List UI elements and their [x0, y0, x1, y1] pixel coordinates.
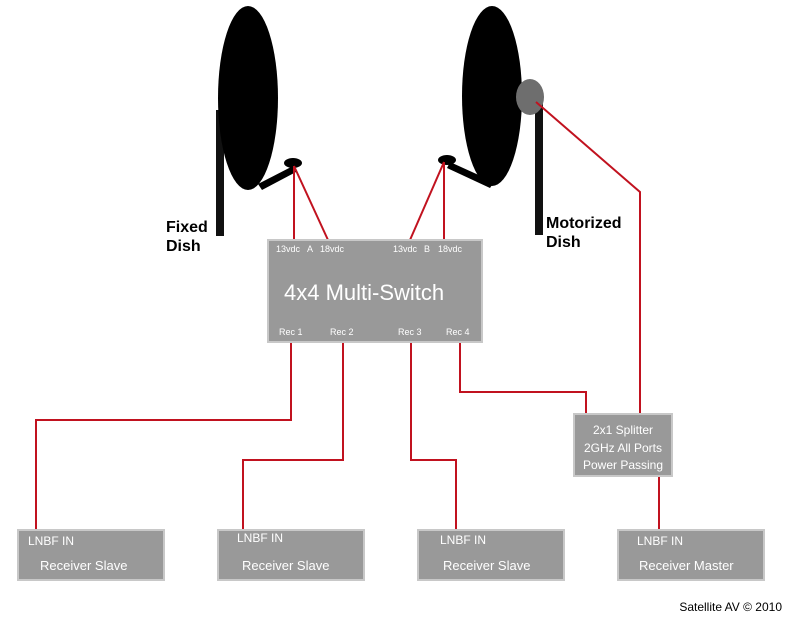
motorized-dish-label-line2: Dish [546, 234, 581, 251]
receiver-4: LNBF IN Receiver Master [617, 529, 765, 581]
receiver-2-name: Receiver Slave [242, 558, 329, 573]
receiver-2-input: LNBF IN [237, 531, 283, 545]
wire-fixed-18vdc [293, 165, 329, 241]
wire-rec4 [459, 342, 587, 414]
output-rec1-label: Rec 1 [279, 327, 303, 337]
output-rec4-label: Rec 4 [446, 327, 470, 337]
wire-motorized-13vdc [409, 161, 445, 241]
receiver-3-box [417, 529, 565, 581]
input-b-letter: B [424, 244, 430, 254]
input-a-18vdc-label: 18vdc [320, 244, 345, 254]
copyright-text: Satellite AV © 2010 [679, 600, 782, 614]
splitter-box [573, 413, 673, 477]
receiver-3-input: LNBF IN [440, 533, 486, 547]
fixed-dish-label-line2: Dish [166, 238, 201, 255]
motorized-dish-arm [447, 162, 494, 188]
fixed-dish-arm [258, 166, 296, 190]
receiver-4-input: LNBF IN [637, 534, 683, 548]
output-rec2-label: Rec 2 [330, 327, 354, 337]
wire-rec2 [242, 342, 344, 530]
wire-motor [535, 101, 641, 414]
receiver-4-box [617, 529, 765, 581]
input-b-13vdc-label: 13vdc [393, 244, 418, 254]
wire-rec3 [410, 342, 457, 530]
receiver-1-box [17, 529, 165, 581]
receiver-1: LNBF IN Receiver Slave [17, 529, 165, 581]
receiver-2: LNBF IN Receiver Slave [217, 529, 365, 581]
fixed-dish-pole [216, 110, 224, 236]
receiver-1-input: LNBF IN [28, 534, 74, 548]
multi-switch-title: 4x4 Multi-Switch [284, 280, 444, 305]
wire-rec1 [35, 342, 292, 530]
motorized-dish-pole [535, 95, 543, 235]
fixed-dish-lnb [284, 158, 302, 168]
splitter-line3: Power Passing [583, 458, 663, 472]
receiver-3-name: Receiver Slave [443, 558, 530, 573]
receiver-1-name: Receiver Slave [40, 558, 127, 573]
input-a-13vdc-label: 13vdc [276, 244, 301, 254]
receiver-4-name: Receiver Master [639, 558, 734, 573]
receiver-2-box [217, 529, 365, 581]
splitter-line1: 2x1 Splitter [593, 423, 653, 437]
motorized-dish-label-line1: Motorized [546, 215, 622, 232]
input-b-18vdc-label: 18vdc [438, 244, 463, 254]
wiring [35, 101, 660, 530]
motorized-dish [438, 6, 544, 235]
motorized-dish-lnb [438, 155, 456, 165]
splitter-line2: 2GHz All Ports [584, 441, 662, 455]
input-a-letter: A [307, 244, 313, 254]
output-rec3-label: Rec 3 [398, 327, 422, 337]
receiver-3: LNBF IN Receiver Slave [417, 529, 565, 581]
fixed-dish-reflector [218, 6, 278, 190]
fixed-dish-label-line1: Fixed [166, 219, 208, 236]
motorized-dish-reflector [462, 6, 522, 186]
splitter: 2x1 Splitter 2GHz All Ports Power Passin… [573, 413, 673, 477]
multi-switch-box [267, 239, 483, 343]
multi-switch: 13vdc A 18vdc 13vdc B 18vdc 4x4 Multi-Sw… [267, 239, 483, 343]
dish-motor [516, 79, 544, 115]
fixed-dish [216, 6, 302, 236]
